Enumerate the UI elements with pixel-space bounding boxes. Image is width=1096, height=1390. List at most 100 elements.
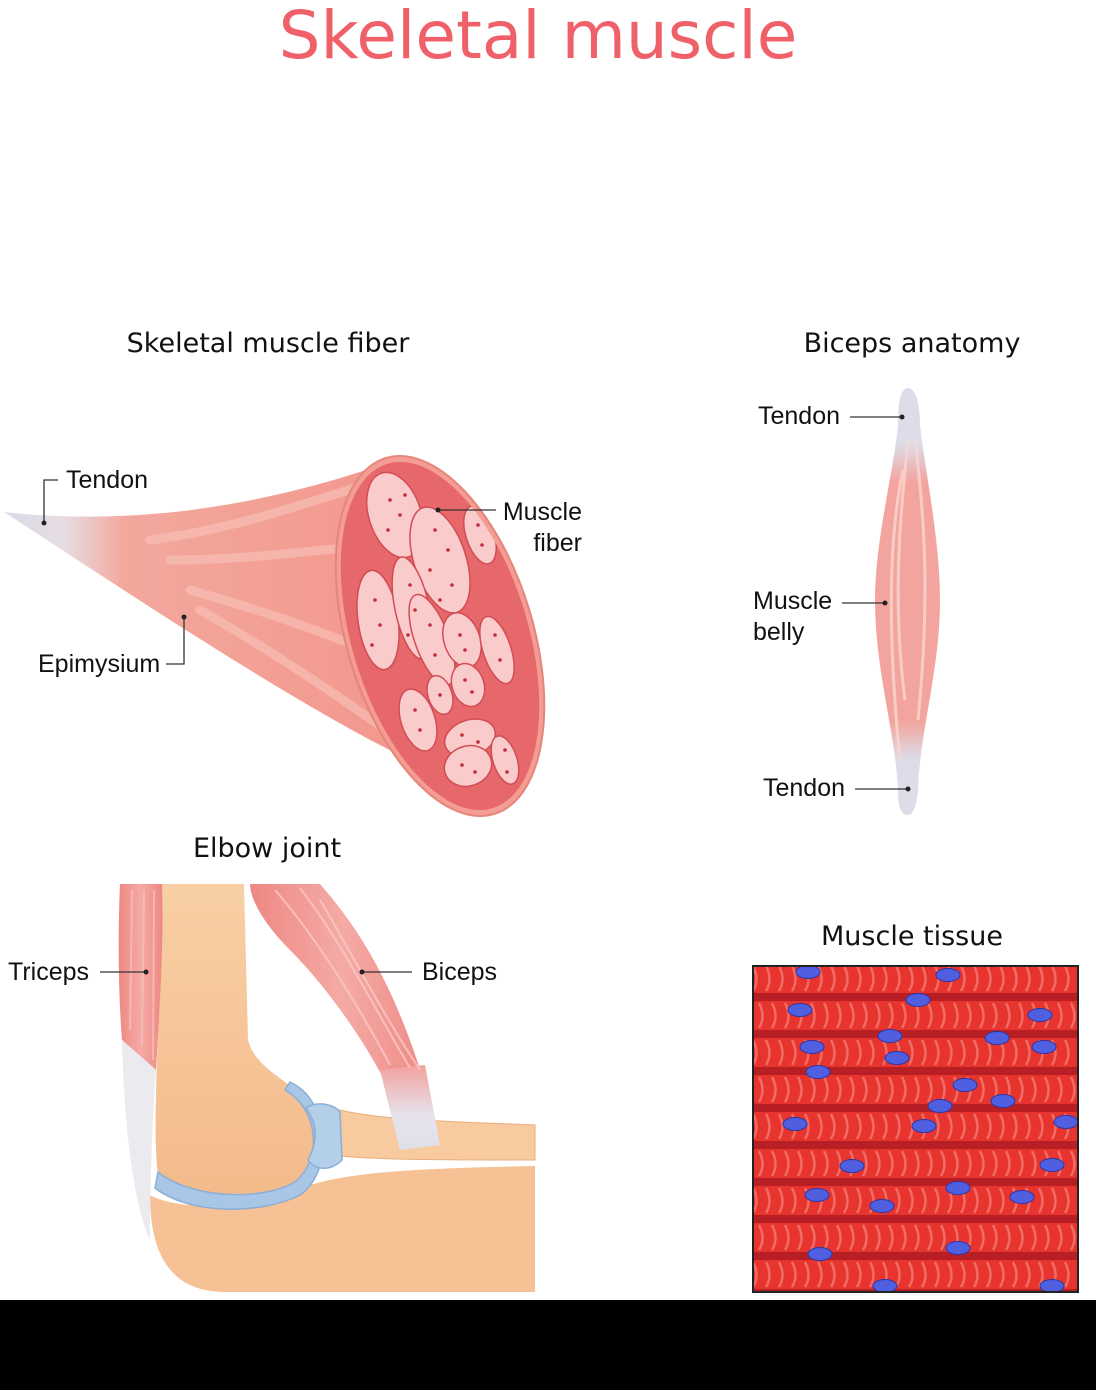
cell-nucleus	[1027, 1008, 1053, 1022]
tissue-striation	[985, 1113, 992, 1140]
tissue-striation	[900, 1076, 907, 1103]
cell-nucleus	[990, 1094, 1016, 1108]
tissue-striation	[907, 1261, 914, 1288]
tissue-striation	[998, 1113, 1005, 1140]
tissue-striation	[816, 966, 823, 992]
muscle-tissue-frame	[752, 965, 1079, 1293]
tissue-striation	[1011, 1261, 1018, 1288]
tissue-striation	[959, 1113, 966, 1140]
ulna-bone	[150, 1166, 535, 1292]
muscle-tissue-panel: Muscle tissue	[752, 921, 1079, 1293]
tissue-striation	[920, 1039, 927, 1066]
tissue-striation	[757, 1150, 764, 1177]
label-muscle-belly-2: belly	[753, 618, 805, 646]
tissue-striation	[783, 1076, 790, 1103]
tissue-striation	[770, 1224, 777, 1251]
cell-nucleus	[869, 1199, 895, 1213]
triceps-muscle	[118, 884, 163, 1070]
tissue-striation	[946, 1039, 953, 1066]
tissue-striation	[764, 966, 771, 992]
label-tendon-bottom: Tendon	[763, 774, 845, 802]
tissue-striation	[965, 1150, 972, 1177]
cell-nucleus	[945, 1241, 971, 1255]
tissue-striation	[842, 1261, 849, 1288]
tissue-striation	[764, 1187, 771, 1214]
tissue-striation	[1024, 1113, 1031, 1140]
tissue-striation	[1063, 966, 1070, 992]
tissue-striation	[1063, 1261, 1070, 1288]
tissue-striation	[1030, 1150, 1037, 1177]
tissue-striation	[874, 1076, 881, 1103]
tissue-striation	[972, 966, 979, 992]
tissue-striation	[1056, 1076, 1063, 1103]
label-muscle-fiber-2: fiber	[533, 529, 582, 557]
tissue-striation	[978, 1150, 985, 1177]
tissue-striation	[978, 1224, 985, 1251]
tissue-striation	[829, 1039, 836, 1066]
tissue-striation	[790, 1261, 797, 1288]
tissue-striation	[855, 1113, 862, 1140]
tissue-striation	[1011, 1113, 1018, 1140]
cell-nucleus	[884, 1051, 910, 1065]
cell-nucleus	[805, 1065, 831, 1079]
label-tendon-fiber: Tendon	[66, 466, 148, 494]
tissue-striation	[913, 1150, 920, 1177]
tissue-striation	[848, 1002, 855, 1029]
cell-nucleus	[945, 1181, 971, 1195]
tissue-striation	[855, 1261, 862, 1288]
tissue-striation	[822, 1076, 829, 1103]
tissue-striation	[861, 1224, 868, 1251]
tissue-striation	[783, 1002, 790, 1029]
tissue-striation	[972, 1039, 979, 1066]
tissue-striation	[933, 1039, 940, 1066]
tissue-striation	[1056, 1224, 1063, 1251]
tissue-striation	[753, 1261, 758, 1288]
tissue-striation	[939, 1224, 946, 1251]
tissue-striation	[1024, 966, 1031, 992]
tissue-striation	[757, 1224, 764, 1251]
tissue-striation	[1056, 1002, 1063, 1029]
humerus-bone	[155, 884, 317, 1214]
cell-nucleus	[1009, 1190, 1035, 1204]
tissue-striation	[900, 1150, 907, 1177]
tissue-striation	[829, 1187, 836, 1214]
tissue-striation	[1063, 1187, 1070, 1214]
tissue-striation	[972, 1187, 979, 1214]
tissue-striation	[822, 1150, 829, 1177]
tissue-striation	[783, 1150, 790, 1177]
tissue-striation	[777, 1261, 784, 1288]
tissue-striation	[1043, 1076, 1050, 1103]
tissue-striation	[933, 1113, 940, 1140]
tissue-striation	[855, 966, 862, 992]
cell-nucleus	[1031, 1040, 1057, 1054]
tissue-striation	[753, 1039, 758, 1066]
label-biceps: Biceps	[422, 958, 497, 986]
tissue-striation	[926, 1076, 933, 1103]
tissue-striation	[803, 1113, 810, 1140]
tissue-striation	[1011, 1039, 1018, 1066]
tissue-striation	[1043, 1224, 1050, 1251]
tissue-striation	[861, 1150, 868, 1177]
tissue-striation	[881, 1039, 888, 1066]
tissue-striation	[868, 966, 875, 992]
tissue-striation	[1017, 1002, 1024, 1029]
tissue-striation	[907, 1187, 914, 1214]
tissue-striation	[1069, 1150, 1076, 1177]
tissue-striation	[1024, 1261, 1031, 1288]
tissue-striation	[985, 1261, 992, 1288]
tissue-striation	[907, 1039, 914, 1066]
tissue-striation	[1037, 966, 1044, 992]
tissue-striation	[907, 966, 914, 992]
label-epimysium: Epimysium	[38, 650, 160, 678]
tissue-striation	[777, 1039, 784, 1066]
tissue-striation	[835, 1224, 842, 1251]
biceps-anatomy-heading: Biceps anatomy	[804, 328, 1021, 359]
tissue-striation	[777, 966, 784, 992]
muscle-cross-section	[334, 455, 546, 817]
tissue-striation	[868, 1113, 875, 1140]
tissue-striation	[959, 966, 966, 992]
tissue-striation	[998, 966, 1005, 992]
label-muscle-belly-1: Muscle	[753, 587, 832, 615]
tissue-striation	[777, 1113, 784, 1140]
cell-nucleus	[872, 1279, 898, 1292]
